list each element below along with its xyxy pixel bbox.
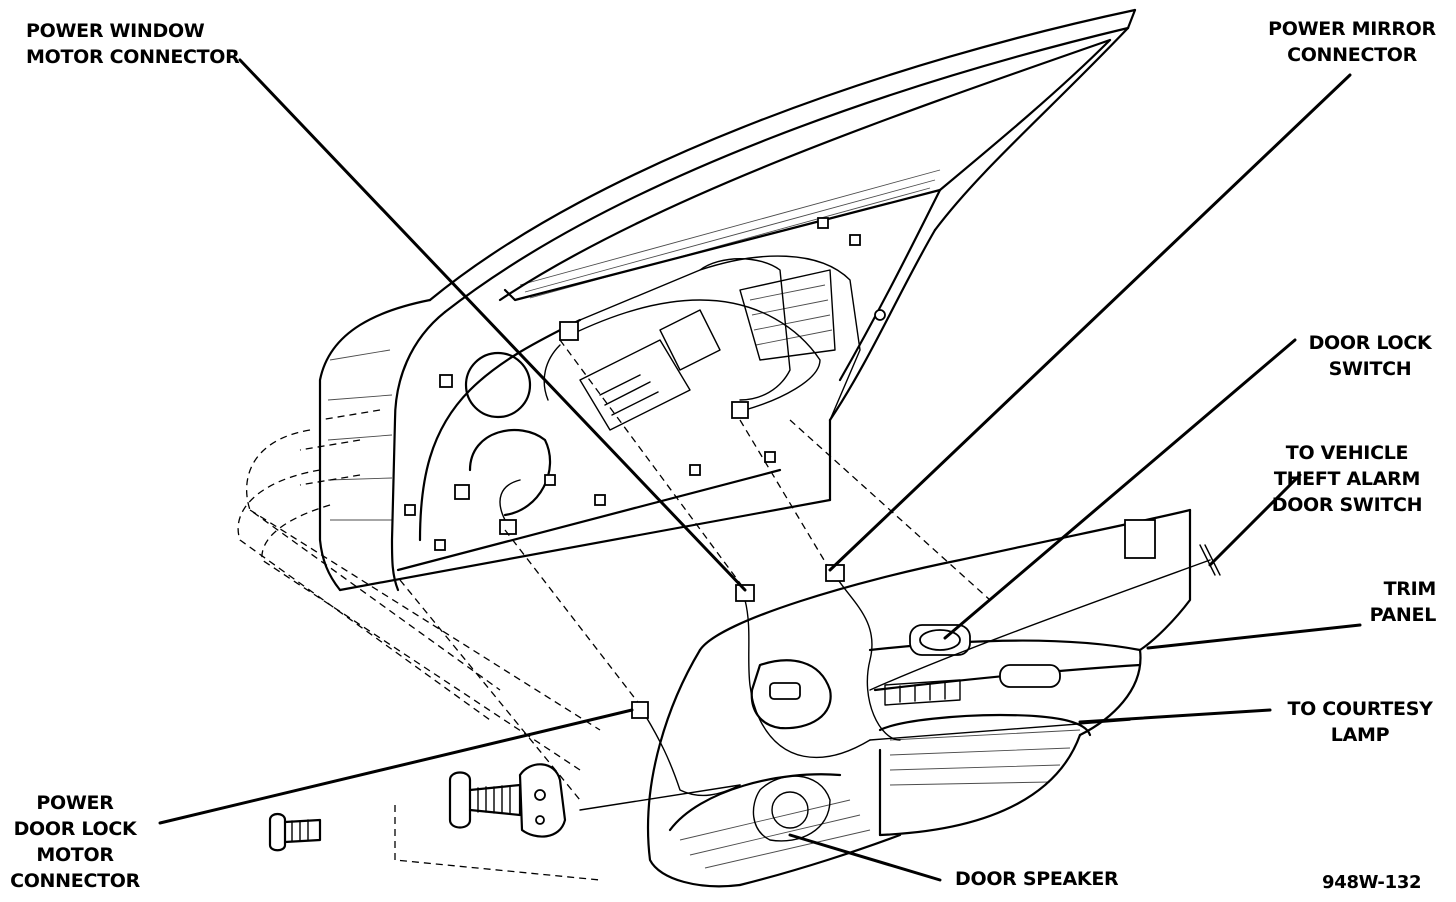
lock-motor-hardware <box>268 763 567 852</box>
leader-courtesy-lamp <box>1078 708 1272 724</box>
leader-trim-panel <box>1146 623 1362 650</box>
leader-lock-motor <box>158 708 634 825</box>
leader-power-mirror <box>828 73 1352 572</box>
figure-id: 948W-132 <box>1322 872 1422 893</box>
leader-door-lock-switch <box>943 338 1297 640</box>
label-vehicle-theft-alarm-door-switch: TO VEHICLE THEFT ALARM DOOR SWITCH <box>1271 442 1423 516</box>
label-power-mirror-connector: POWER MIRROR CONNECTOR <box>1268 18 1436 66</box>
trim-panel <box>579 508 1221 888</box>
leader-door-speaker <box>788 833 942 882</box>
leader-theft-alarm <box>1208 473 1302 567</box>
label-power-door-lock-motor-connector: POWER DOOR LOCK MOTOR CONNECTOR <box>10 792 140 892</box>
phantom-lines <box>237 339 991 881</box>
label-courtesy-lamp: TO COURTESY LAMP <box>1287 698 1433 746</box>
leader-power-window <box>238 58 747 592</box>
label-door-lock-switch: DOOR LOCK SWITCH <box>1308 332 1432 380</box>
label-trim-panel: TRIM PANEL <box>1369 578 1437 626</box>
leader-lines <box>158 58 1362 882</box>
door-shell <box>318 8 1137 592</box>
label-door-speaker: DOOR SPEAKER <box>955 868 1119 890</box>
label-power-window-motor-connector: POWER WINDOW MOTOR CONNECTOR <box>26 20 240 68</box>
